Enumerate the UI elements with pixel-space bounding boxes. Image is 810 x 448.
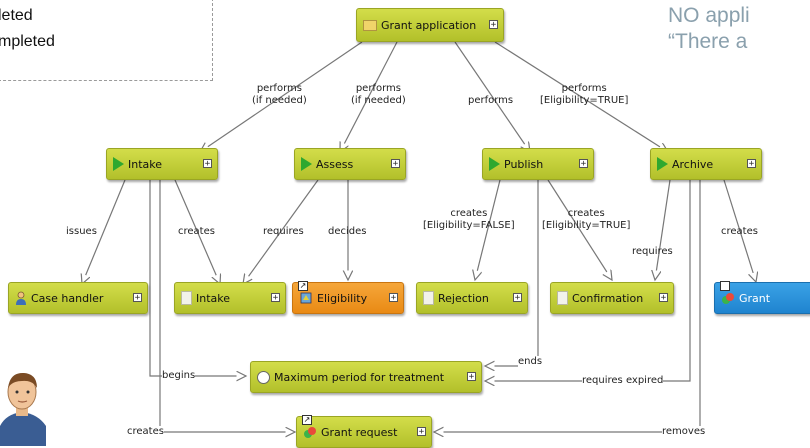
expand-icon[interactable]: + <box>133 293 142 303</box>
clock-icon <box>257 370 270 384</box>
node-case-handler[interactable]: Case handler + <box>8 282 148 314</box>
expand-icon[interactable]: + <box>203 159 212 169</box>
object-icon <box>722 293 734 304</box>
edge-label-requires-archive: requires <box>632 246 673 257</box>
edge-label-begins: begins <box>162 370 196 382</box>
legend-line-completed: leted <box>0 7 33 24</box>
node-label: Case handler <box>31 291 104 305</box>
user-avatar-icon <box>0 372 46 446</box>
node-grant-request[interactable]: ↗ Grant request + <box>296 415 432 448</box>
legend-line-not-completed: mpleted <box>0 33 55 50</box>
node-label: Intake <box>128 157 163 171</box>
edge-label-removes: removes <box>662 426 706 438</box>
play-icon <box>657 157 668 171</box>
expand-icon[interactable]: + <box>389 293 398 303</box>
edge-label-creates-false: creates[Eligibility=FALSE] <box>423 208 515 231</box>
node-max-period[interactable]: Maximum period for treatment + <box>250 361 482 393</box>
node-grant-application[interactable]: Grant application + <box>356 8 504 42</box>
node-eligibility[interactable]: ↗ Eligibility + <box>292 281 404 314</box>
expand-icon[interactable]: + <box>489 20 498 30</box>
edge-label-performs-3: performs <box>468 95 514 106</box>
edge-creates-rejection <box>475 179 501 280</box>
node-grant[interactable]: ↗ Grant <box>714 281 810 314</box>
note-line-2: “There a <box>668 30 748 53</box>
expand-icon[interactable]: + <box>579 159 588 169</box>
node-label: Confirmation <box>572 291 644 305</box>
expand-icon[interactable]: + <box>659 293 668 303</box>
play-icon <box>489 157 500 171</box>
edge-performs-assess <box>340 41 398 152</box>
node-intake-activity[interactable]: Intake + <box>106 148 218 180</box>
note-line-1: NO appli <box>668 4 750 27</box>
play-icon <box>113 157 124 171</box>
node-confirmation[interactable]: Confirmation + <box>550 282 674 314</box>
edge-requires-expired <box>485 180 691 381</box>
edge-label-performs-4: performs[Eligibility=TRUE] <box>540 83 629 106</box>
expand-icon[interactable]: + <box>391 159 400 169</box>
decision-icon <box>300 292 312 304</box>
document-icon <box>181 291 192 305</box>
folder-icon <box>363 19 377 31</box>
expand-icon[interactable]: + <box>467 372 476 382</box>
node-label: Rejection <box>438 291 489 305</box>
edge-label-performs-2: performs(if needed) <box>351 83 406 106</box>
node-archive[interactable]: Archive + <box>650 148 762 180</box>
node-label: Maximum period for treatment <box>274 370 445 384</box>
node-label: Grant <box>739 291 771 305</box>
edge-label-performs-1: performs(if needed) <box>252 83 307 106</box>
node-label: Eligibility <box>317 291 368 305</box>
shortcut-arrow-icon: ↗ <box>298 281 308 291</box>
node-publish[interactable]: Publish + <box>482 148 594 180</box>
node-intake-document[interactable]: Intake + <box>174 282 286 314</box>
edge-performs-publish <box>454 41 530 152</box>
node-rejection[interactable]: Rejection + <box>416 282 528 314</box>
edge-label-requires-expired: requires expired <box>582 375 664 387</box>
edge-requires-intake <box>243 179 319 284</box>
edge-label-creates-request: creates <box>127 426 164 438</box>
node-label: Publish <box>504 157 544 171</box>
edge-label-ends: ends <box>518 356 543 368</box>
edge-performs-intake <box>200 41 363 152</box>
edge-issues <box>82 179 126 284</box>
edge-creates-confirmation <box>547 179 612 280</box>
object-icon <box>304 427 316 438</box>
edge-label-issues: issues <box>66 226 97 237</box>
edge-creates-grant <box>723 179 756 282</box>
edge-label-creates-grant: creates <box>721 226 758 237</box>
expand-icon[interactable]: + <box>513 293 522 303</box>
node-label: Assess <box>316 157 354 171</box>
expand-icon[interactable]: + <box>747 159 756 169</box>
legend-box: leted mpleted <box>0 0 213 81</box>
edge-requires-confirmation <box>655 179 671 280</box>
shortcut-arrow-icon: ↗ <box>302 415 312 425</box>
edge-label-creates-intake: creates <box>178 226 215 237</box>
expand-icon[interactable]: + <box>417 427 426 437</box>
edge-performs-archive <box>494 41 668 152</box>
edge-label-decides: decides <box>328 226 367 237</box>
person-icon <box>16 291 26 305</box>
node-assess[interactable]: Assess + <box>294 148 406 180</box>
edge-label-requires: requires <box>263 226 304 237</box>
node-label: Intake <box>196 291 231 305</box>
edge-begins <box>149 180 246 376</box>
document-icon <box>423 291 434 305</box>
expand-icon[interactable]: + <box>271 293 280 303</box>
edge-creates-intake <box>174 179 220 284</box>
node-label: Grant request <box>321 425 398 439</box>
edge-label-creates-true: creates[Eligibility=TRUE] <box>542 208 631 231</box>
shortcut-arrow-icon: ↗ <box>720 281 730 291</box>
document-icon <box>557 291 568 305</box>
node-label: Grant application <box>381 18 477 32</box>
play-icon <box>301 157 312 171</box>
node-label: Archive <box>672 157 714 171</box>
